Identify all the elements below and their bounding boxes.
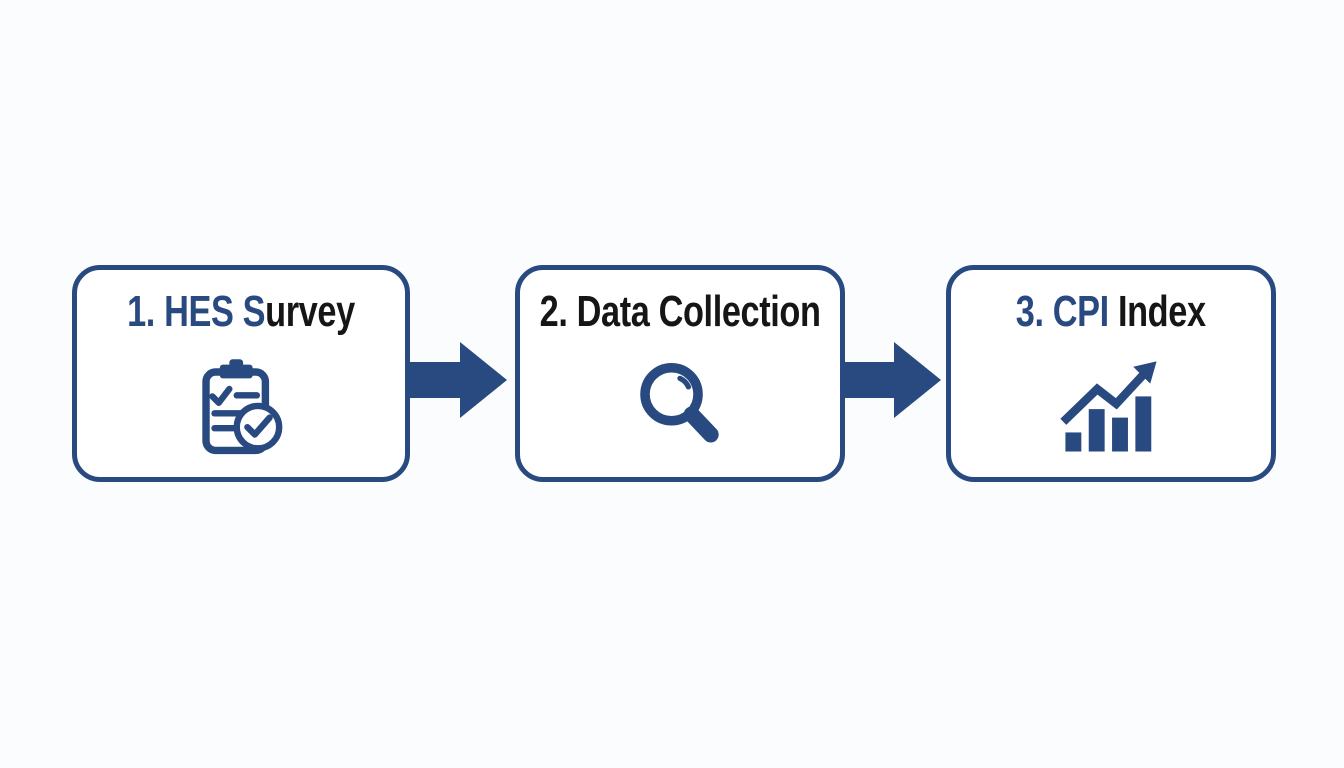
magnifying-glass-icon xyxy=(627,354,733,460)
step-title-accent: 1. HES S xyxy=(127,287,266,336)
arrow-shaft xyxy=(410,362,462,398)
step-title-hes-survey: 1. HES Survey xyxy=(127,290,355,334)
arrow-head xyxy=(894,342,941,418)
flow-arrow-1 xyxy=(410,342,507,418)
step-title-rest: 2. Data Collection xyxy=(539,287,821,336)
arrow-shaft xyxy=(844,362,896,398)
step-title-accent: 3. CPI xyxy=(1016,287,1110,336)
step-box-hes-survey: 1. HES Survey xyxy=(72,265,410,482)
arrow-head xyxy=(460,342,507,418)
step-title-rest: Index xyxy=(1109,287,1206,336)
step-box-cpi-index: 3. CPI Index xyxy=(946,265,1276,482)
step-box-data-collection: 2. Data Collection xyxy=(515,265,845,482)
rising-bar-chart-icon xyxy=(1058,354,1164,460)
step-title-rest: urvey xyxy=(265,287,355,336)
clipboard-check-icon xyxy=(188,354,294,460)
step-title-data-collection: 2. Data Collection xyxy=(540,290,821,334)
flow-arrow-2 xyxy=(844,342,941,418)
step-title-cpi-index: 3. CPI Index xyxy=(1016,290,1206,334)
